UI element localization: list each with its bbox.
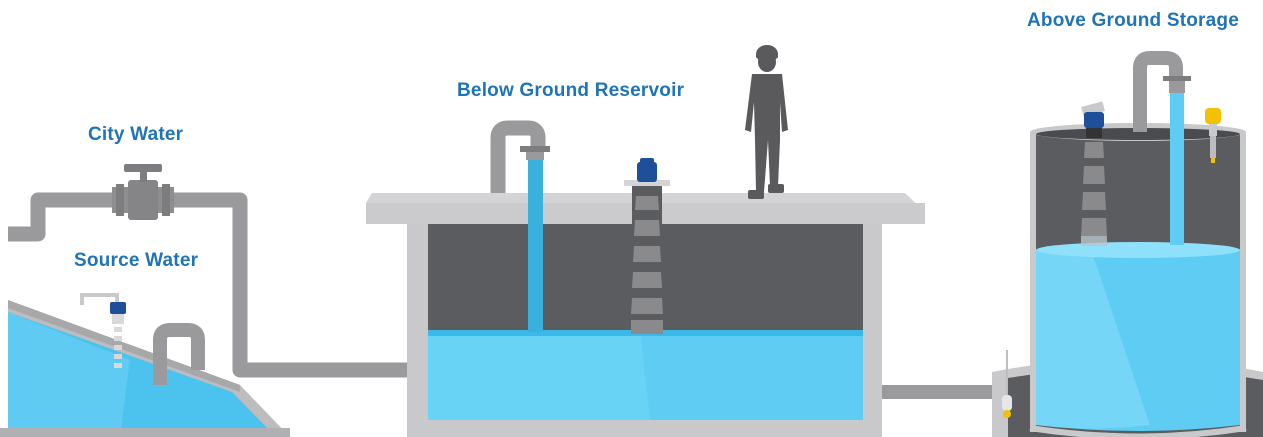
radar-level-sensor-icon [80, 293, 126, 368]
gate-valve-icon [112, 164, 174, 220]
source-pump-pipe [153, 323, 205, 385]
label-above-ground-storage: Above Ground Storage [1027, 10, 1239, 31]
above-ground-storage-tank [992, 123, 1263, 437]
reservoir-inlet-pipe [490, 120, 550, 332]
point-level-switch-icon [1205, 108, 1221, 163]
label-city-water: City Water [88, 124, 184, 145]
worker-silhouette-icon [745, 45, 788, 199]
radar-level-sensor-icon [1081, 101, 1107, 246]
storage-inlet-pipe [1133, 51, 1191, 245]
radar-level-sensor-icon [624, 158, 670, 334]
float-switch-icon [1002, 350, 1012, 418]
transfer-pipe [882, 385, 1002, 399]
label-source-water: Source Water [74, 250, 199, 271]
label-below-ground-reservoir: Below Ground Reservoir [457, 80, 685, 101]
source-water-channel [0, 300, 290, 437]
